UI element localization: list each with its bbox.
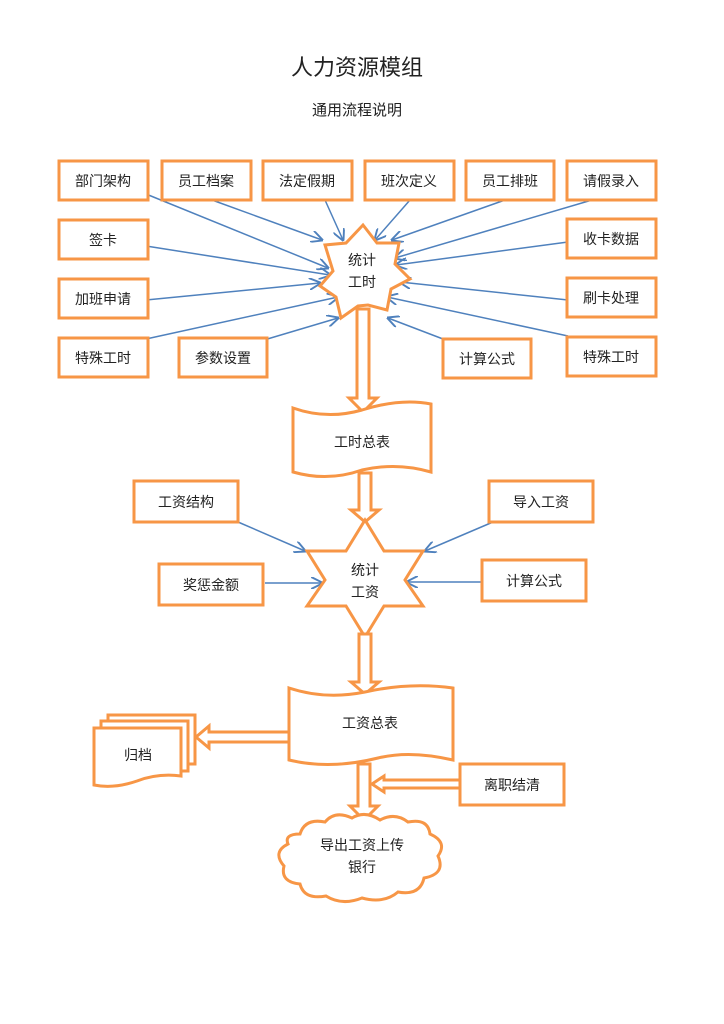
salary-summary-label: 工资总表 — [342, 716, 398, 732]
export-block-arrow — [346, 762, 382, 823]
input-reward-penalty: 奖惩金额 — [183, 577, 239, 594]
hours-block-arrow — [345, 307, 381, 415]
input-special-hours-left: 特殊工时 — [75, 351, 131, 367]
archive-label: 归档 — [124, 747, 152, 764]
input-import-salary: 导入工资 — [513, 495, 569, 511]
input-dept-structure: 部门架构 — [75, 174, 131, 190]
salary-process-label-2: 工资 — [351, 585, 379, 601]
hours-connectors — [145, 193, 593, 341]
input-employee-schedule: 员工排班 — [482, 174, 538, 190]
input-sign-card: 签卡 — [89, 232, 117, 249]
archive-block-arrow — [193, 722, 291, 752]
hours-input-boxes — [57, 159, 658, 380]
page-title: 人力资源模组 — [291, 56, 423, 81]
page-subtitle: 通用流程说明 — [312, 101, 402, 119]
hours-summary-label: 工时总表 — [334, 435, 390, 451]
hours-summary-shape — [291, 400, 433, 479]
hours-input-labels: 部门架构 员工档案 法定假期 班次定义 员工排班 请假录入 签卡 加班申请 特殊… — [75, 173, 639, 368]
input-leave-entry: 请假录入 — [583, 174, 639, 190]
resignation-box — [458, 762, 566, 807]
salary-input-boxes — [132, 479, 595, 607]
resignation-block-arrow — [369, 773, 462, 795]
input-formula-salary: 计算公式 — [506, 574, 562, 590]
salary-connectors — [237, 521, 494, 583]
salary-process-label-1: 统计 — [351, 563, 379, 579]
hours-process-label-2: 工时 — [348, 275, 376, 291]
input-special-hours-right: 特殊工时 — [583, 350, 639, 366]
salary-block-arrow — [346, 632, 384, 696]
export-cloud — [277, 813, 444, 903]
input-salary-structure: 工资结构 — [158, 495, 214, 511]
input-employee-file: 员工档案 — [178, 173, 234, 190]
input-card-data: 收卡数据 — [583, 232, 639, 248]
input-swipe-processing: 刷卡处理 — [583, 291, 639, 307]
input-parameter-settings: 参数设置 — [195, 350, 251, 367]
hours-process-star — [317, 222, 413, 321]
input-formula-hours: 计算公式 — [459, 352, 515, 368]
resignation-label: 离职结清 — [484, 777, 540, 794]
input-shift-definition: 班次定义 — [381, 174, 437, 190]
input-overtime-request: 加班申请 — [75, 292, 131, 308]
salary-summary-shape — [287, 684, 455, 766]
hours-process-label-1: 统计 — [348, 253, 376, 269]
export-label-2: 银行 — [348, 860, 376, 876]
archive-shape — [92, 713, 197, 788]
salary-input-labels: 工资结构 奖惩金额 导入工资 计算公式 — [158, 495, 569, 594]
hours-to-salary-arrow — [346, 471, 384, 524]
input-legal-holidays: 法定假期 — [279, 174, 335, 190]
export-label-1: 导出工资上传 — [320, 838, 404, 854]
